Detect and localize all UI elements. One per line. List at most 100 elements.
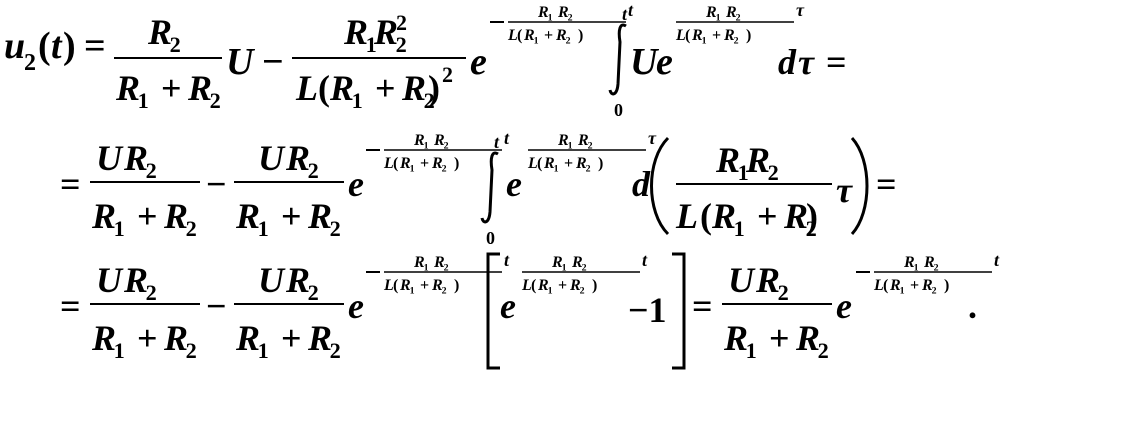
subscript: 1 [424,263,429,274]
subscript: 1 [554,164,559,175]
symbol-r: R [795,318,820,358]
symbol-tau: τ [798,42,815,82]
subscript: 2 [580,286,585,297]
symbol-u: U [96,138,124,178]
plus-sign: + [137,196,158,236]
plus-sign: + [420,155,429,172]
symbol-r: R [755,260,780,300]
equals-sign: = [876,164,897,204]
paren: ) [428,68,440,108]
symbol-r: R [543,155,555,172]
subscript: 1 [114,338,125,363]
paren: ( [38,25,51,67]
subscript: 1 [568,141,573,152]
plus-sign: + [161,68,182,108]
left-paren [650,136,670,236]
paren: ( [531,277,536,294]
symbol-r: R [373,12,398,52]
subscript: 2 [308,158,319,183]
symbol-r: R [285,260,310,300]
symbol-r: R [523,27,535,44]
symbol-r: R [923,254,935,271]
symbol-r: R [413,254,425,271]
exponent-variable: t [504,128,510,148]
exponent-variable: t [642,250,648,270]
right-paren [850,136,869,236]
paren: ) [578,27,583,44]
integral-sign [480,151,499,224]
symbol-r: R [551,254,563,271]
subscript: 2 [566,36,571,47]
symbol-r: R [399,155,411,172]
integral-lower-limit: 0 [486,228,495,248]
symbol-e: e [656,41,673,83]
exponent-variable: τ [796,0,805,20]
subscript: 2 [442,164,447,175]
subscript: 2 [778,280,789,305]
subscript: 1 [258,216,269,241]
symbol-r: R [715,140,740,180]
symbol-r: R [723,318,748,358]
symbol-r: R [187,68,212,108]
plus-sign: + [420,277,429,294]
paren: ( [318,68,330,108]
symbol-l: L [507,27,518,44]
subscript: 2 [146,158,157,183]
symbol-r: R [921,277,933,294]
paren: ( [883,277,888,294]
subscript: 1 [138,88,149,113]
subscript: 2 [818,338,829,363]
minus-sign: − [206,286,227,326]
period: . [968,286,977,326]
subscript: 2 [444,263,449,274]
symbol-r: R [889,277,901,294]
subscript: 1 [548,13,553,24]
symbol-e: e [348,286,364,326]
symbol-r: R [343,12,368,52]
subscript: 1 [738,160,749,185]
paren: ) [806,196,818,236]
subscript: 2 [768,160,779,185]
symbol-r: R [569,277,581,294]
symbol-d: d [632,164,651,204]
symbol-r: R [163,196,188,236]
subscript: 1 [352,88,363,113]
symbol-u: u [4,25,25,67]
symbol-e: e [506,164,522,204]
symbol-l: L [521,277,532,294]
symbol-l: L [383,155,394,172]
minus-sign: − [206,164,227,204]
integral-lower-limit: 0 [614,100,623,120]
minus-sign: − [262,41,284,83]
symbol-r: R [433,254,445,271]
exponent-variable: t [504,250,510,270]
symbol-d: d [778,42,797,82]
subscript: 2 [734,36,739,47]
subscript: 2 [186,216,197,241]
subscript: 2 [444,141,449,152]
paren: ) [454,155,459,172]
symbol-l: L [527,155,538,172]
symbol-tau: τ [836,170,853,210]
plus-sign: + [757,196,778,236]
paren: ( [517,27,522,44]
subscript: 1 [914,263,919,274]
subscript: 1 [562,263,567,274]
symbol-e: e [348,164,364,204]
plus-sign: + [281,196,302,236]
symbol-r: R [577,132,589,149]
minus-one: −1 [628,290,667,330]
left-bracket [486,252,500,370]
integral-upper-limit: t [622,4,628,24]
symbol-r: R [431,277,443,294]
subscript: 1 [366,32,377,57]
subscript: 2 [210,88,221,113]
subscript: 1 [716,13,721,24]
subscript: 2 [442,286,447,297]
symbol-t: t [51,25,63,67]
subscript: 2 [586,164,591,175]
symbol-r: R [91,196,116,236]
